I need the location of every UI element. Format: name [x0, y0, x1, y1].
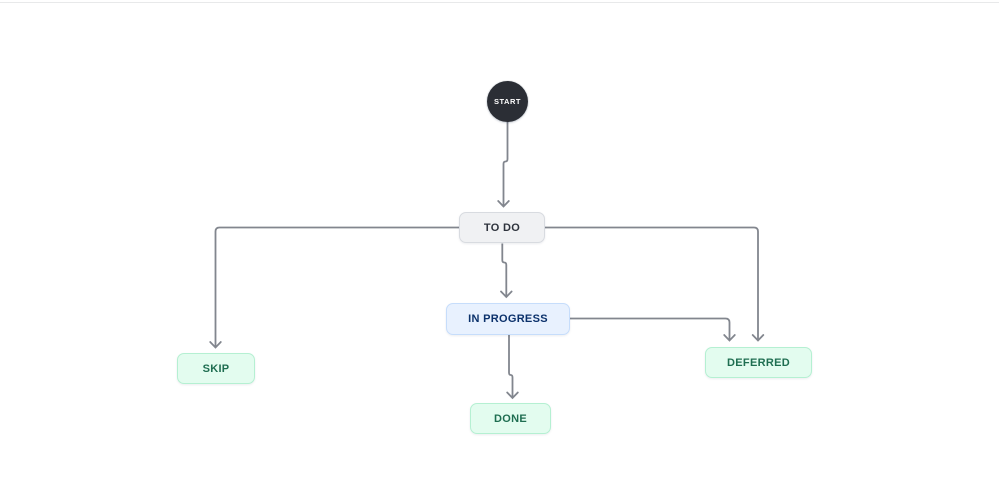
node-in-progress[interactable]: IN PROGRESS [446, 303, 570, 335]
edge-in-progress-done[interactable] [508, 335, 514, 398]
edge-in-progress-deferred-arrowhead [723, 334, 736, 342]
edge-in-progress-done-arrowhead [506, 391, 519, 400]
node-start-label: START [494, 97, 521, 106]
edge-start-todo-arrowhead [497, 200, 510, 208]
node-done[interactable]: DONE [470, 403, 551, 434]
node-start[interactable]: START [487, 81, 528, 122]
node-in-progress-label: IN PROGRESS [468, 313, 548, 325]
edge-todo-deferred[interactable] [545, 226, 759, 341]
node-deferred-label: DEFERRED [727, 356, 790, 369]
edge-in-progress-deferred[interactable] [570, 317, 731, 341]
node-skip[interactable]: SKIP [177, 353, 255, 384]
edge-todo-in-progress[interactable] [501, 243, 508, 297]
node-todo-label: TO DO [483, 221, 521, 234]
edge-todo-deferred-arrowhead [751, 334, 765, 342]
node-todo[interactable]: TO DO [459, 212, 545, 243]
edge-todo-skip-arrowhead [209, 341, 222, 349]
node-skip-label: SKIP [202, 362, 230, 375]
edge-todo-in-progress-arrowhead [500, 290, 513, 299]
node-deferred[interactable]: DEFERRED [705, 347, 812, 378]
node-done-label: DONE [494, 412, 527, 425]
edge-todo-skip[interactable] [214, 226, 460, 348]
edge-start-todo[interactable] [502, 122, 509, 206]
top-border-divider [0, 2, 999, 3]
